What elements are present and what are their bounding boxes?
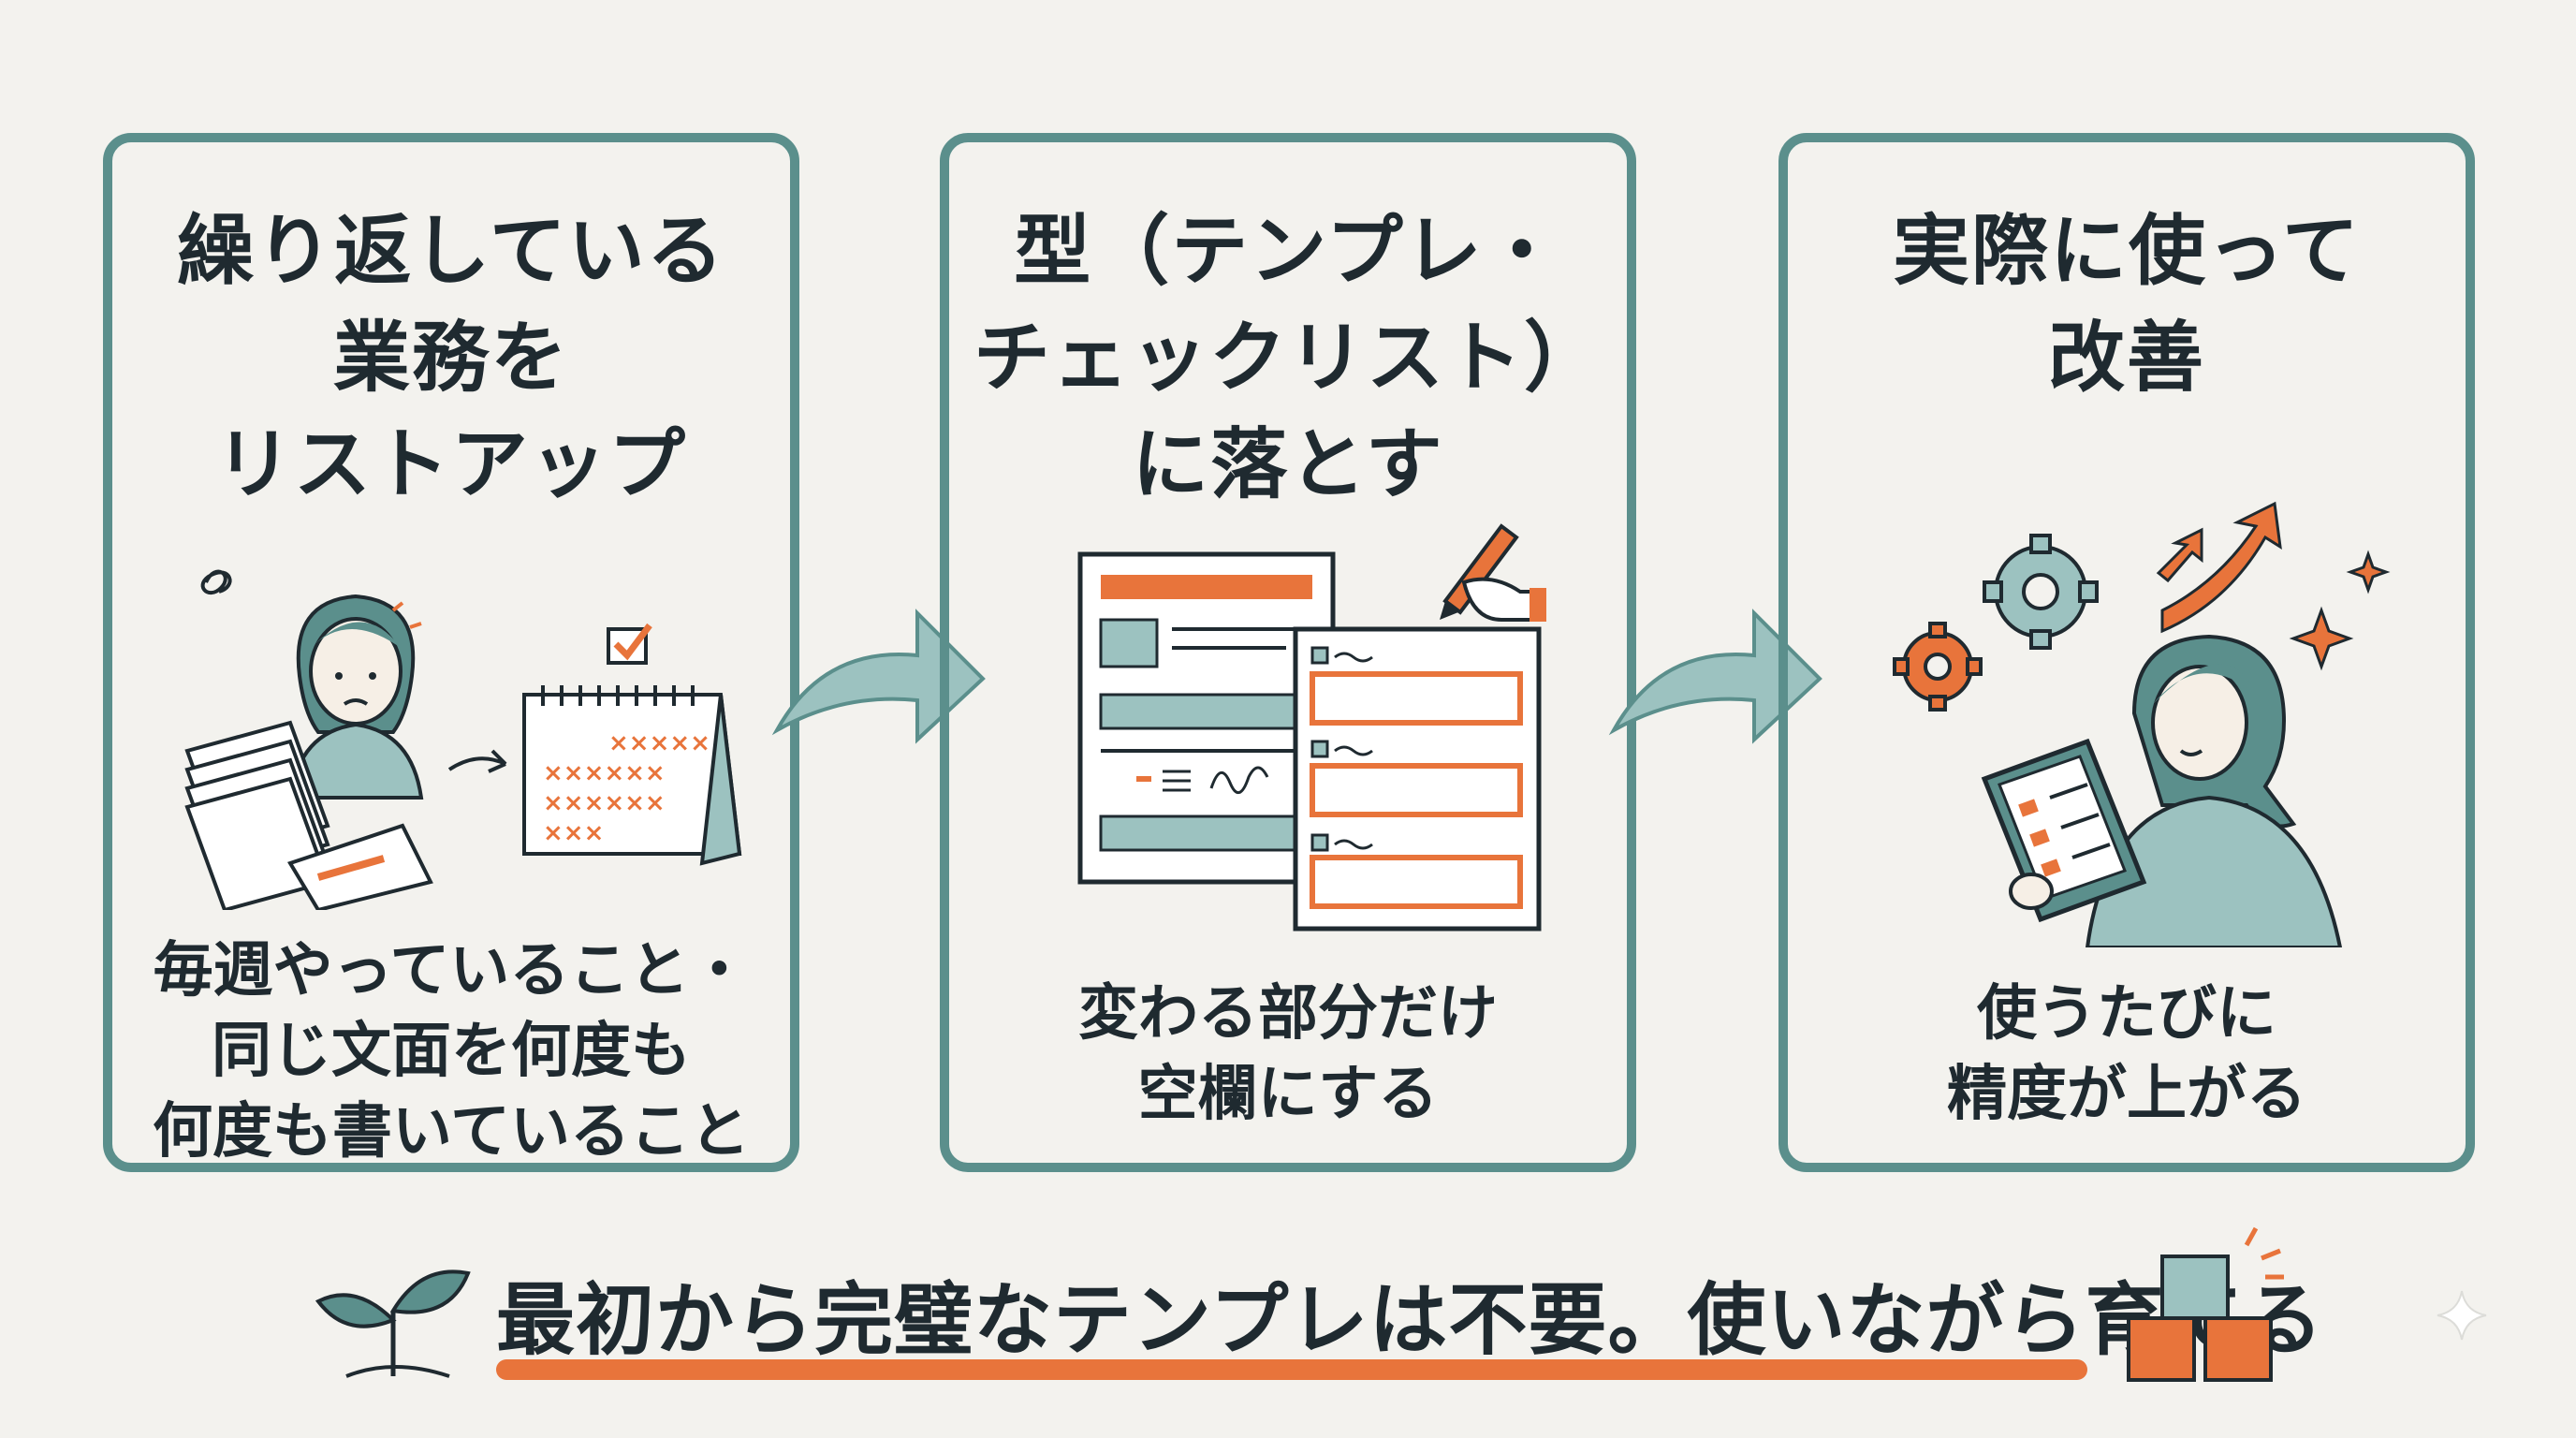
step-3-illustration [1893,501,2391,947]
sparkle-watermark-icon [2437,1290,2487,1341]
step-1-title-line: 繰り返している [177,207,725,296]
step-2-caption: 変わる部分だけ 空欄にする [949,974,1627,1135]
step-2-caption-line: 変わる部分だけ [1078,979,1498,1049]
checklist-icon [1293,626,1542,932]
footer-message: 最初から完璧なテンプレは不要。使いながら育てる [496,1274,2324,1366]
small-arrow-icon [447,749,507,773]
step-1-illustration: ××××× ×××××× ×××××× ××× [184,569,742,910]
step-card-3: 実際に使って 改善 [1778,133,2475,1172]
svg-text:×××××: ××××× [608,729,710,757]
step-1-caption-line: 毎週やっていること・ [153,936,750,1005]
step-3-title-line: 改善 [2047,314,2205,403]
step-2-illustration [1077,523,1546,932]
footer-underline [496,1359,2087,1380]
step-1-caption: 毎週やっていること・ 同じ文面を何度も 何度も書いていること [112,931,790,1172]
step-1-title-line: 業務を [332,314,569,403]
step-1-title-line: リストアップ [214,420,687,509]
person-worried-icon [287,594,424,800]
step-2-title-line: に落とす [1132,420,1444,509]
step-1-caption-line: 同じ文面を何度も [212,1017,691,1086]
flow-arrow-1 [771,609,986,744]
step-2-title-line: 型（テンプレ・ [1014,207,1562,296]
step-1-caption-line: 何度も書いていること [152,1097,751,1167]
step-3-title-line: 実際に使って [1893,207,2361,296]
svg-text:××××××: ×××××× [543,759,666,787]
sparkle-icon [2289,550,2391,671]
checkbox-icon [607,623,652,665]
person-tablet-icon [1981,634,2343,947]
pen-hand-icon [1440,523,1546,622]
up-arrow-icon [2156,501,2282,634]
step-2-title-line: チェックリスト） [973,314,1603,403]
svg-text:×××: ××× [543,819,604,847]
paper-stack-icon [184,720,433,910]
step-1-title: 繰り返している 業務を リストアップ [112,198,790,519]
calendar-icon: ××××× ×××××× ×××××× ××× [522,685,742,866]
step-2-title: 型（テンプレ・ チェックリスト） に落とす [949,198,1627,519]
step-card-1: 繰り返している 業務を リストアップ [103,133,799,1172]
svg-text:××××××: ×××××× [543,789,666,817]
step-3-title: 実際に使って 改善 [1788,198,2466,412]
step-3-caption-line: 使うたびに [1977,979,2276,1049]
step-card-2: 型（テンプレ・ チェックリスト） に落とす [940,133,1636,1172]
step-2-caption-line: 空欄にする [1137,1060,1439,1129]
scribble-icon [200,569,232,595]
gear-icon [1893,534,2099,712]
step-3-caption-line: 精度が上がる [1947,1060,2306,1129]
step-3-caption: 使うたびに 精度が上がる [1788,974,2466,1135]
building-blocks-icon [2127,1226,2284,1382]
sprout-icon [315,1269,471,1378]
